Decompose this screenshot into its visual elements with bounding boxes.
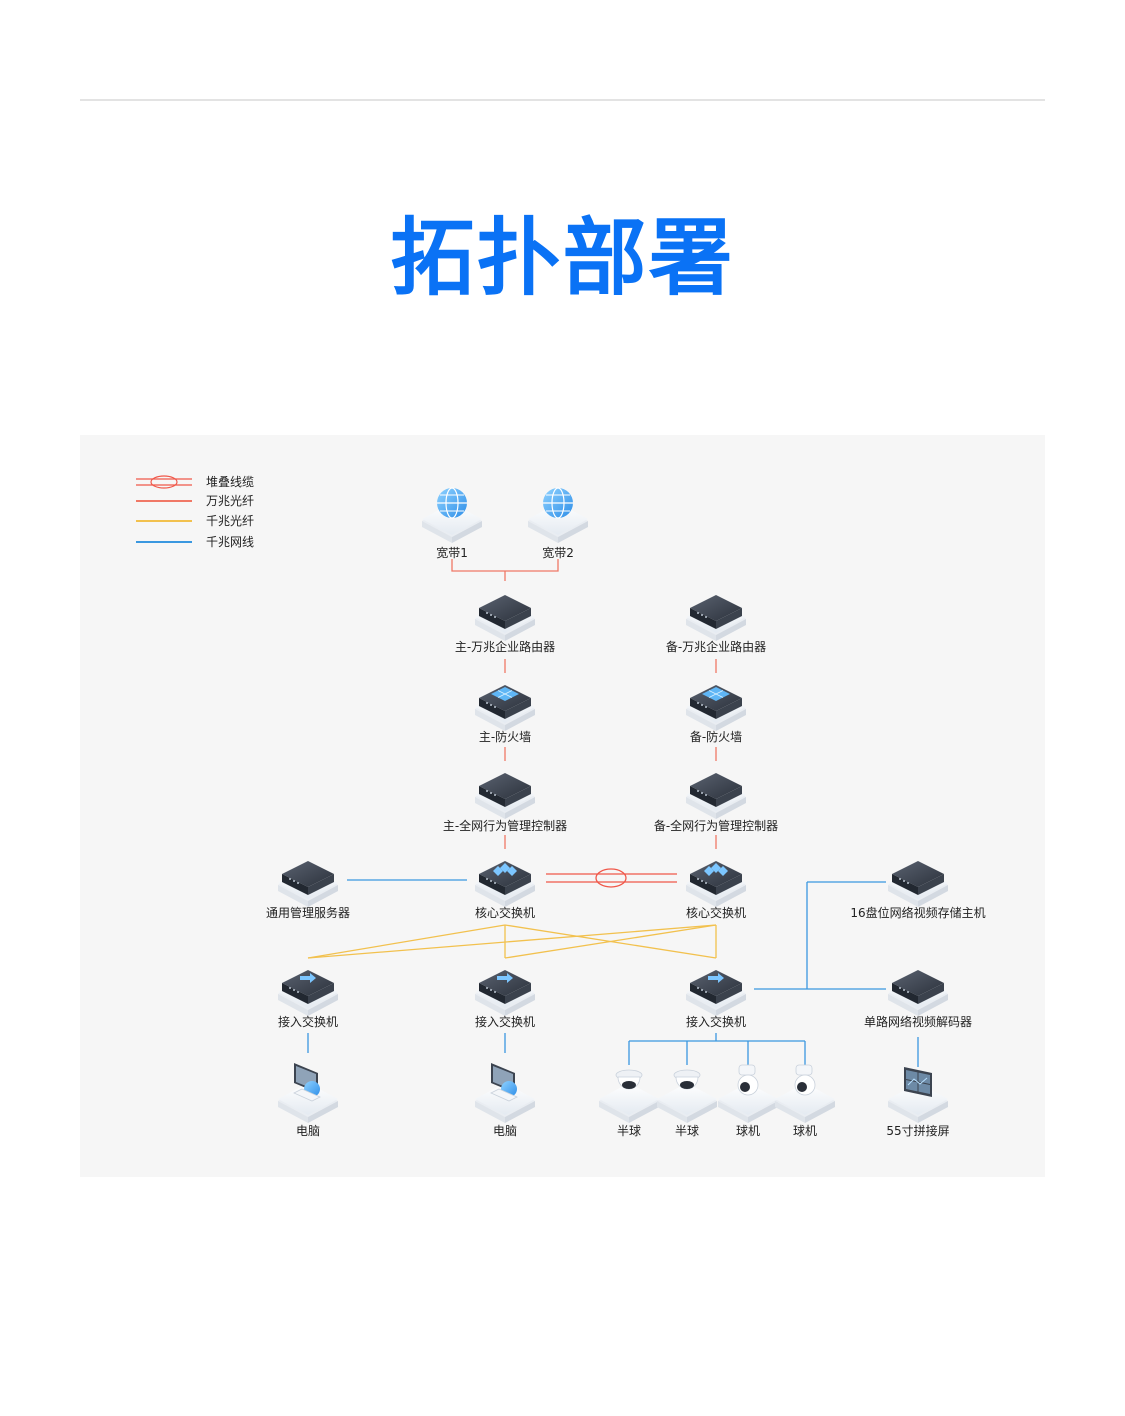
- stack-cable-link: [546, 868, 677, 888]
- dome-camera-1-node[interactable]: 半球: [599, 1069, 659, 1138]
- globe-icon: [543, 487, 573, 519]
- node-label: 55寸拼接屏: [886, 1123, 949, 1138]
- node-label: 核心交换机: [686, 905, 746, 920]
- ptz-camera-icon: [794, 1064, 816, 1096]
- pc-1-node[interactable]: 电脑: [278, 1063, 338, 1138]
- ptz-camera-icon: [737, 1064, 759, 1096]
- broadband-1-node[interactable]: 宽带1: [422, 487, 482, 560]
- router-icon: [475, 595, 535, 641]
- decoder-icon: [888, 970, 948, 1016]
- node-label: 电脑: [296, 1124, 320, 1138]
- node-label: 接入交换机: [686, 1014, 746, 1029]
- pc-2-node[interactable]: 电脑: [475, 1063, 535, 1138]
- node-label: 通用管理服务器: [266, 905, 350, 920]
- decoder-node[interactable]: 单路网络视频解码器: [864, 970, 972, 1029]
- main-behavior-controller-node[interactable]: 主-全网行为管理控制器: [443, 773, 567, 833]
- gig-ethernet-legend-line: [136, 541, 192, 543]
- broadband-uplinks: [451, 559, 559, 581]
- video-wall-node[interactable]: 55寸拼接屏: [886, 1067, 950, 1138]
- node-label: 宽带1: [436, 545, 468, 560]
- node-label: 半球: [675, 1124, 699, 1138]
- dome-camera-2-node[interactable]: 半球: [657, 1069, 717, 1138]
- main-router-node[interactable]: 主-万兆企业路由器: [455, 595, 555, 654]
- backup-behavior-controller-node[interactable]: 备-全网行为管理控制器: [654, 773, 778, 833]
- node-label: 主-全网行为管理控制器: [443, 818, 567, 833]
- legend-item-ten-gig-fiber: 万兆光纤: [136, 493, 336, 509]
- controller-icon: [686, 773, 746, 819]
- node-label: 球机: [793, 1124, 817, 1138]
- node-label: 电脑: [493, 1124, 517, 1138]
- ptz-camera-1-node[interactable]: 球机: [718, 1064, 778, 1138]
- backup-firewall-node[interactable]: 备-防火墙: [686, 685, 746, 744]
- video-links: [754, 881, 886, 990]
- ptz-camera-2-node[interactable]: 球机: [775, 1064, 835, 1138]
- server-icon: [278, 861, 338, 907]
- computer-icon: [293, 1063, 321, 1102]
- controller-icon: [475, 773, 535, 819]
- legend-item-stack-cable: 堆叠线缆: [136, 474, 336, 490]
- dome-camera-icon: [673, 1069, 701, 1090]
- node-label: 备-万兆企业路由器: [666, 639, 766, 654]
- node-label: 球机: [736, 1124, 760, 1138]
- video-wall-icon: [904, 1067, 932, 1097]
- node-label: 16盘位网络视频存储主机: [850, 905, 985, 920]
- access-switch-1-node[interactable]: 接入交换机: [278, 970, 338, 1029]
- node-label: 备-防火墙: [690, 729, 742, 744]
- stack-cable-legend-icon: [136, 475, 192, 489]
- pc-links: [307, 1033, 506, 1053]
- access-switch-3-node[interactable]: 接入交换机: [686, 970, 746, 1029]
- node-label: 接入交换机: [278, 1014, 338, 1029]
- globe-icon: [437, 487, 467, 519]
- node-label: 单路网络视频解码器: [864, 1014, 972, 1029]
- node-label: 宽带2: [542, 545, 574, 560]
- legend-item-gig-ethernet: 千兆网线: [136, 534, 336, 550]
- access-switch-icon: [278, 970, 338, 1016]
- broadband-2-node[interactable]: 宽带2: [528, 487, 588, 560]
- node-label: 备-全网行为管理控制器: [654, 818, 778, 833]
- main-firewall-node[interactable]: 主-防火墙: [475, 685, 535, 744]
- node-label: 半球: [617, 1124, 641, 1138]
- gig-fiber-mesh: [307, 924, 717, 959]
- legend-item-gig-fiber: 千兆光纤: [136, 513, 336, 529]
- ten-gig-fiber-legend-line: [136, 500, 192, 502]
- nvr-node[interactable]: 16盘位网络视频存储主机: [850, 861, 986, 920]
- node-label: 核心交换机: [475, 905, 535, 920]
- core-switch-icon: [686, 861, 746, 907]
- backup-router-node[interactable]: 备-万兆企业路由器: [666, 595, 766, 654]
- legend-label: 堆叠线缆: [206, 475, 255, 489]
- core-switch-1-node[interactable]: 核心交换机: [475, 861, 535, 920]
- computer-icon: [490, 1063, 518, 1102]
- core-switch-2-node[interactable]: 核心交换机: [686, 861, 746, 920]
- core-switch-icon: [475, 861, 535, 907]
- access-switch-icon: [686, 970, 746, 1016]
- page-title: 拓扑部署: [390, 209, 735, 307]
- legend-label: 千兆光纤: [206, 514, 255, 528]
- camera-links: [628, 1033, 806, 1065]
- firewall-icon: [475, 685, 535, 731]
- nvr-icon: [888, 861, 948, 907]
- router-icon: [686, 595, 746, 641]
- management-server-node[interactable]: 通用管理服务器: [266, 861, 350, 920]
- topology-diagram: 堆叠线缆 万兆光纤 千兆光纤 千兆网线: [80, 435, 1045, 1177]
- node-label: 主-万兆企业路由器: [455, 639, 555, 654]
- legend-label: 万兆光纤: [206, 494, 255, 508]
- topology-canvas: 宽带1 宽带2 主-万兆企业路由器 备-万兆企业路由器: [266, 487, 986, 1138]
- dome-camera-icon: [615, 1069, 643, 1090]
- legend-label: 千兆网线: [206, 535, 255, 549]
- node-label: 接入交换机: [475, 1014, 535, 1029]
- node-label: 主-防火墙: [479, 729, 531, 744]
- firewall-icon: [686, 685, 746, 731]
- access-switch-icon: [475, 970, 535, 1016]
- top-divider: [80, 99, 1045, 101]
- access-switch-2-node[interactable]: 接入交换机: [475, 970, 535, 1029]
- gig-fiber-legend-line: [136, 520, 192, 522]
